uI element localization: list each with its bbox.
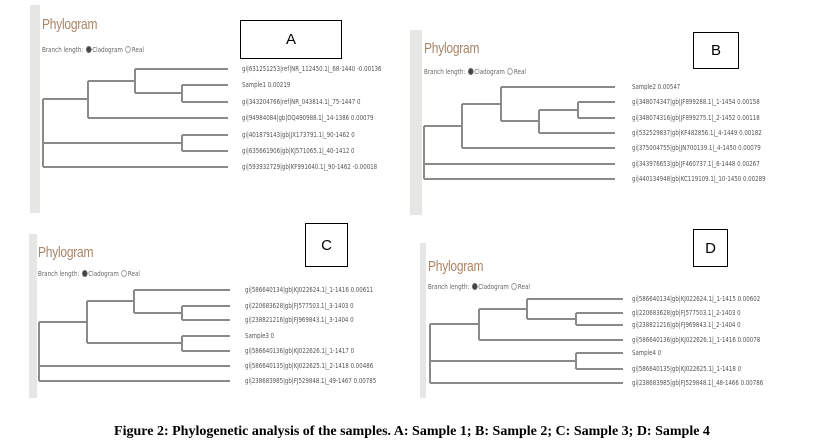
tree-d-branches xyxy=(429,298,623,384)
panel-letter-box: C xyxy=(305,223,348,267)
cladogram-radio[interactable] xyxy=(467,68,474,75)
branch-length-options: Branch length: Cladogram Real xyxy=(424,68,526,76)
phylogram-title: Phylogram xyxy=(38,244,94,261)
cladogram-label: Cladogram xyxy=(92,46,123,54)
tree-c-branches xyxy=(38,289,230,382)
panel-side-bar xyxy=(30,5,40,213)
panel-letter-box: A xyxy=(240,20,342,59)
tree-leaf-label: gi|401879143|gb|JX173791.1|_90-1462 0 xyxy=(242,131,355,139)
branch-length-label: Branch length: xyxy=(428,283,470,291)
tree-leaf-label: gi|440134948|gb|KC119109.1|_10-1450 0.00… xyxy=(632,175,766,183)
branch-length-options: Branch length: Cladogram Real xyxy=(42,46,144,54)
real-label: Real xyxy=(513,68,526,76)
tree-leaf-label: gi|343976653|gb|JF460737.1|_6-1448 0.002… xyxy=(632,160,760,168)
real-label: Real xyxy=(127,270,140,278)
real-label: Real xyxy=(517,283,530,291)
panel-side-bar xyxy=(420,243,426,398)
tree-leaf-label: gi|238821216|gb|FJ969843.1|_2-1404 0 xyxy=(632,321,741,329)
tree-leaf-label: gi|238683985|gb|FJ529848.1|_49-1467 0.00… xyxy=(245,377,377,385)
tree-leaf-label: gi|532529837|gb|KF482856.1|_4-1449 0.001… xyxy=(632,129,762,137)
tree-leaf-label: gi|586640136|gb|KJ022626.1|_1-1416 0.000… xyxy=(632,336,761,344)
tree-leaf-label: gi|586640135|gb|KJ022625.1|_1-1418 0 xyxy=(632,365,742,373)
tree-leaf-label: Sample1 0.00219 xyxy=(242,81,291,89)
tree-a-branches xyxy=(42,68,228,168)
phylogram-title: Phylogram xyxy=(424,40,480,57)
tree-b-branches xyxy=(423,86,615,180)
tree-leaf-label: gi|586640134|gb|KJ022624.1|_1-1416 0.006… xyxy=(245,286,374,294)
panel-side-bar xyxy=(410,30,422,215)
figure-caption: Figure 2: Phylogenetic analysis of the s… xyxy=(114,424,710,439)
real-radio[interactable] xyxy=(507,68,514,75)
tree-leaf-label: gi|348074347|gb|JF899288.1|_1-1454 0.001… xyxy=(632,98,760,106)
branch-length-options: Branch length: Cladogram Real xyxy=(428,283,530,291)
phylogram-title: Phylogram xyxy=(42,16,98,33)
tree-leaf-label: gi|586640135|gb|KJ022625.1|_2-1418 0.004… xyxy=(245,362,374,370)
cladogram-radio[interactable] xyxy=(85,46,92,53)
panel-side-bar xyxy=(29,234,37,398)
real-radio[interactable] xyxy=(511,283,518,290)
real-radio[interactable] xyxy=(125,46,132,53)
panel-letter-box: D xyxy=(693,229,728,267)
cladogram-radio[interactable] xyxy=(81,270,88,277)
tree-leaf-label: gi|220683628|gb|FJ577503.1|_3-1403 0 xyxy=(245,302,354,310)
tree-leaf-label: gi|586640134|gb|KJ022624.1|_1-1415 0.006… xyxy=(632,295,761,303)
tree-leaf-label: gi|343204766|ref|NR_043814.1|_75-1447 0 xyxy=(242,98,361,106)
cladogram-radio[interactable] xyxy=(471,283,478,290)
phylogram-title: Phylogram xyxy=(428,258,484,275)
tree-leaf-label: gi|238821216|gb|FJ969843.1|_3-1404 0 xyxy=(245,316,354,324)
cladogram-label: Cladogram xyxy=(474,68,505,76)
real-radio[interactable] xyxy=(121,270,128,277)
tree-leaf-label: gi|593932729|gb|KF991640.1|_90-1462 -0.0… xyxy=(242,163,378,171)
tree-leaf-label: Sample4 0 xyxy=(632,349,662,357)
panel-letter-box: B xyxy=(693,32,739,69)
tree-leaf-label: gi|586640136|gb|KJ022626.1|_1-1417 0 xyxy=(245,347,355,355)
cladogram-label: Cladogram xyxy=(478,283,509,291)
branch-length-label: Branch length: xyxy=(42,46,84,54)
tree-leaf-label: gi|631251253|ref|NR_112450.1|_68-1440 -0… xyxy=(242,65,382,73)
tree-leaf-label: gi|220683628|gb|FJ577503.1|_2-1403 0 xyxy=(632,309,741,317)
tree-leaf-label: Sample2 0.00547 xyxy=(632,83,681,91)
branch-length-options: Branch length: Cladogram Real xyxy=(38,270,140,278)
branch-length-label: Branch length: xyxy=(38,270,80,278)
tree-leaf-label: gi|348074316|gb|JF899275.1|_2-1452 0.001… xyxy=(632,114,760,122)
tree-leaf-label: Sample3 0 xyxy=(245,332,275,340)
branch-length-label: Branch length: xyxy=(424,68,466,76)
cladogram-label: Cladogram xyxy=(88,270,119,278)
real-label: Real xyxy=(131,46,144,54)
tree-leaf-label: gi|94984084|gb|DQ490988.1|_14-1386 0.000… xyxy=(242,114,374,122)
tree-leaf-label: gi|238683985|gb|FJ529848.1|_48-1466 0.00… xyxy=(632,379,764,387)
tree-leaf-label: gi|375004755|gb|JN700139.1|_4-1450 0.000… xyxy=(632,144,761,152)
tree-leaf-label: gi|635661906|gb|KJ571065.1|_40-1412 0 xyxy=(242,147,355,155)
